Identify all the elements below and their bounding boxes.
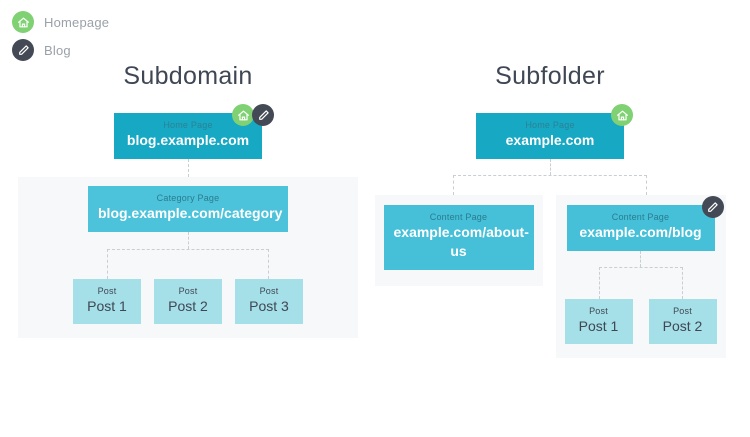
node-kind-label: Post bbox=[178, 286, 198, 296]
node-kind-label: Content Page bbox=[429, 212, 488, 222]
node-title-label: Post 2 bbox=[662, 318, 703, 334]
subdomain-column: Subdomain Home Page blog.example.com Cat… bbox=[18, 62, 358, 338]
node-post[interactable]: Post Post 1 bbox=[564, 299, 633, 344]
subdomain-panel: Category Page blog.example.com/category … bbox=[18, 177, 358, 338]
legend-item-homepage: Homepage bbox=[12, 8, 212, 36]
node-title-label: Post 1 bbox=[578, 318, 619, 334]
node-title-label: Post 3 bbox=[249, 298, 289, 314]
node-kind-label: Home Page bbox=[163, 120, 213, 130]
legend-label-blog: Blog bbox=[44, 42, 71, 58]
node-title-label: Post 2 bbox=[168, 298, 208, 314]
connector-blog-stem bbox=[640, 251, 641, 267]
node-kind-label: Post bbox=[589, 306, 608, 316]
posts-row-subfolder: Post Post 1 Post Post 2 bbox=[564, 299, 717, 344]
home-icon bbox=[12, 11, 34, 33]
node-home-page-subdomain[interactable]: Home Page blog.example.com bbox=[114, 104, 274, 159]
connector-blog-posts-bracket bbox=[598, 267, 683, 299]
pencil-icon bbox=[252, 104, 274, 126]
connector-home-stem bbox=[549, 159, 551, 175]
connector-home-to-category bbox=[187, 159, 189, 177]
node-content-page-blog[interactable]: Content Page example.com/blog bbox=[566, 196, 724, 251]
connector-category-stem bbox=[187, 232, 189, 249]
posts-row-subdomain: Post Post 1 Post Post 2 Post Post 3 bbox=[18, 279, 358, 324]
subfolder-column: Subfolder Home Page example.com Content … bbox=[374, 62, 726, 358]
node-url-label: example.com bbox=[505, 132, 595, 148]
node-kind-label: Home Page bbox=[525, 120, 575, 130]
pencil-icon bbox=[12, 39, 34, 61]
node-content-page-about-us[interactable]: Content Page example.com/about-us bbox=[383, 205, 534, 270]
subdomain-title: Subdomain bbox=[123, 62, 253, 90]
node-kind-label: Post bbox=[673, 306, 692, 316]
node-kind-label: Post bbox=[97, 286, 117, 296]
node-post[interactable]: Post Post 2 bbox=[154, 279, 222, 324]
node-kind-label: Content Page bbox=[611, 212, 670, 222]
node-url-label: blog.example.com/category bbox=[98, 205, 283, 221]
node-kind-label: Category Page bbox=[156, 193, 220, 203]
connector-posts-bracket bbox=[107, 249, 269, 279]
node-url-label: example.com/about-us bbox=[393, 224, 529, 259]
connector-content-bracket bbox=[453, 175, 647, 195]
blog-panel: Content Page example.com/blog Post Post … bbox=[555, 195, 726, 358]
content-panels-row: Content Page example.com/about-us Conten… bbox=[374, 195, 726, 358]
pencil-icon bbox=[701, 196, 724, 218]
node-post[interactable]: Post Post 2 bbox=[648, 299, 717, 344]
home-icon bbox=[232, 104, 254, 126]
node-title-label: Post 1 bbox=[87, 298, 127, 314]
node-home-page-subfolder[interactable]: Home Page example.com bbox=[476, 104, 633, 159]
subfolder-title: Subfolder bbox=[495, 62, 605, 90]
node-url-label: example.com/blog bbox=[579, 224, 702, 240]
legend-label-homepage: Homepage bbox=[44, 14, 110, 30]
home-icon bbox=[611, 104, 633, 126]
node-kind-label: Post bbox=[259, 286, 279, 296]
node-post[interactable]: Post Post 3 bbox=[235, 279, 303, 324]
node-url-label: blog.example.com bbox=[126, 132, 250, 148]
node-post[interactable]: Post Post 1 bbox=[73, 279, 141, 324]
legend: Homepage Blog bbox=[12, 8, 212, 64]
legend-item-blog: Blog bbox=[12, 36, 212, 64]
node-category-page[interactable]: Category Page blog.example.com/category bbox=[88, 186, 288, 232]
about-us-panel: Content Page example.com/about-us bbox=[374, 195, 543, 286]
